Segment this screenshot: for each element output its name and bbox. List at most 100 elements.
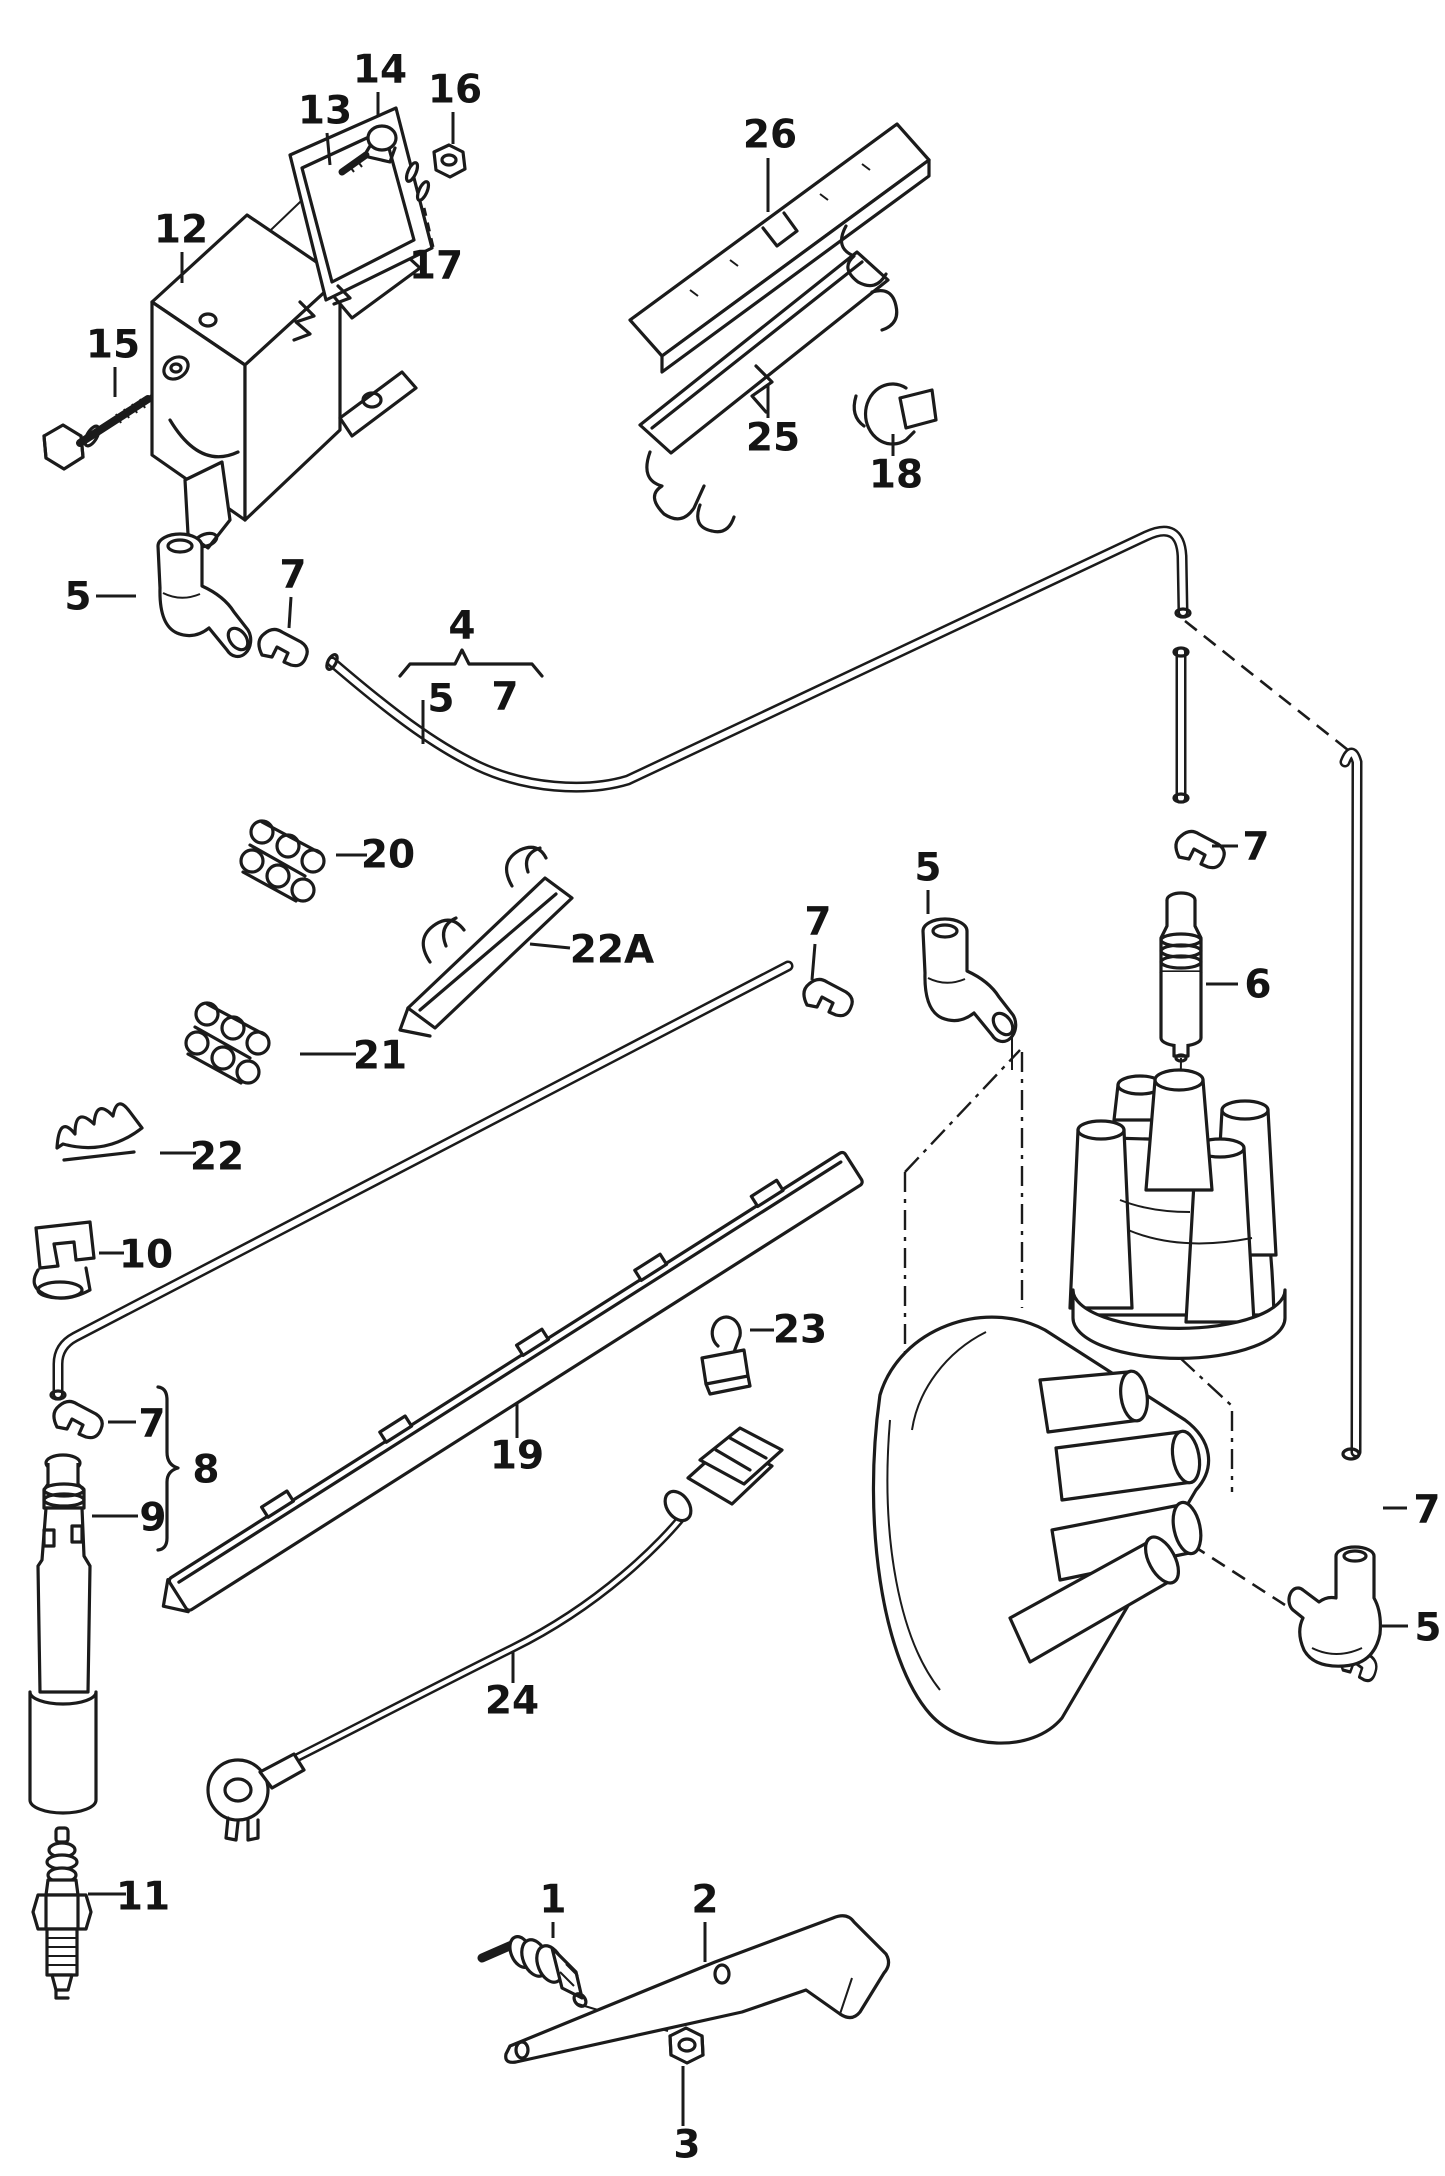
drawing-segment xyxy=(668,2026,705,2065)
drawing-segment xyxy=(44,1893,80,1931)
callout-5-left: 5 xyxy=(64,575,91,620)
wire-comb-20 xyxy=(239,819,326,903)
drawing-segment xyxy=(55,1102,144,1150)
distributor-cap-lower xyxy=(871,1315,1211,1745)
callout-14: 14 xyxy=(353,48,407,93)
clip-18 xyxy=(852,382,938,446)
drawing-segment xyxy=(689,163,871,297)
drawing-segment xyxy=(1342,750,1361,1455)
callout-15: 15 xyxy=(86,323,140,368)
screw-14 xyxy=(338,124,398,176)
drawing-segment xyxy=(404,161,420,183)
drawing-segment xyxy=(432,143,467,179)
distributor-cap-upper xyxy=(1068,1068,1287,1360)
bracket-rail-25 xyxy=(638,224,899,534)
drawing-segment xyxy=(645,450,706,521)
ignition-coil-12 xyxy=(150,213,422,550)
elbow-connector-5-right xyxy=(1287,1545,1382,1668)
callout-4-7: 7 xyxy=(491,675,518,720)
drawing-segment xyxy=(418,892,558,1012)
drawing-segment xyxy=(115,398,146,424)
drawing-segment xyxy=(1191,1543,1286,1607)
cap-tower xyxy=(1050,1500,1203,1582)
drawing-segment xyxy=(31,1893,93,1931)
callout-17: 17 xyxy=(409,244,463,289)
sensor-harness-24 xyxy=(247,1507,691,1785)
bolt-15 xyxy=(42,395,152,471)
drawing-segment xyxy=(559,1963,579,1987)
drawing-segment xyxy=(1172,792,1190,804)
drawing-segment xyxy=(1068,1128,1134,1310)
drawing-segment xyxy=(366,124,398,152)
spark-plug-wire-long xyxy=(49,960,794,1401)
callout-10: 10 xyxy=(119,1233,173,1278)
drawing-segment xyxy=(44,1878,80,1897)
drawing-segment xyxy=(259,1489,295,1519)
cap-tower xyxy=(1008,1535,1181,1664)
callout-7-mid: 7 xyxy=(804,900,831,945)
callout-26: 26 xyxy=(743,113,797,158)
drawing-segment xyxy=(54,1826,70,1844)
drawing-segment xyxy=(76,395,152,447)
cap-tower xyxy=(1038,1369,1149,1434)
cap-tower-center xyxy=(1144,1068,1214,1192)
drawing-segment xyxy=(1170,1429,1202,1485)
drawing-segment xyxy=(1287,1545,1382,1668)
drawing-segment xyxy=(663,1489,693,1523)
drawing-segment xyxy=(300,128,416,284)
drawing-segment xyxy=(168,418,240,459)
drawing-segment xyxy=(903,1049,1048,1440)
drawing-segment xyxy=(650,260,864,430)
callout-21: 21 xyxy=(353,1034,407,1079)
callout-11: 11 xyxy=(116,1875,170,1920)
drawing-segment xyxy=(36,1506,92,1694)
wire-segment-right xyxy=(1339,747,1363,1461)
rail-clip-22A xyxy=(398,845,574,1038)
callout-7-bottom: 7 xyxy=(138,1402,165,1447)
drawing-segment xyxy=(361,391,383,409)
drawing-segment xyxy=(62,1150,136,1162)
callout-22A: 22A xyxy=(570,928,654,973)
drawing-segment xyxy=(1144,1078,1214,1192)
drawing-segment xyxy=(177,1160,843,1584)
drawing-segment xyxy=(338,151,370,176)
drawing-segment xyxy=(42,1482,86,1498)
washers-17 xyxy=(404,161,431,202)
drawing-segment xyxy=(329,528,1186,791)
callout-7-left: 7 xyxy=(279,553,306,598)
drawing-segment xyxy=(871,1315,1211,1745)
drawing-segment xyxy=(1153,1068,1205,1092)
drawing-segment xyxy=(47,1937,77,1966)
leader-line-22A xyxy=(529,942,571,950)
drawing-segment xyxy=(55,963,791,1397)
drawing-segment xyxy=(696,503,736,534)
drawing-segment xyxy=(83,424,101,448)
cap-tower xyxy=(1068,1119,1134,1310)
callout-12: 12 xyxy=(154,208,208,253)
drawing-segment xyxy=(398,648,544,678)
callout-23: 23 xyxy=(773,1308,827,1353)
drawing-segment xyxy=(1159,972,1203,1048)
drawing-segment xyxy=(1151,1331,1234,1492)
callout-22: 22 xyxy=(190,1135,244,1180)
leader-line-13 xyxy=(325,132,332,166)
drawing-segment xyxy=(1341,1447,1361,1461)
drawing-segment xyxy=(28,1690,98,1815)
drawing-segment xyxy=(169,362,183,374)
drawing-segment xyxy=(45,1927,79,1977)
spark-plug-11 xyxy=(31,1826,93,2000)
drawing-segment xyxy=(1220,1099,1270,1121)
drawing-segment xyxy=(504,845,548,888)
drawing-segment xyxy=(677,2037,697,2053)
callout-1: 1 xyxy=(539,1878,566,1923)
drawing-segment xyxy=(572,1992,588,2008)
drawing-segment xyxy=(1342,1549,1368,1563)
callout-2: 2 xyxy=(691,1878,718,1923)
drawing-segment xyxy=(750,364,774,414)
drawing-segment xyxy=(198,312,218,328)
drawing-segment xyxy=(243,276,342,522)
drawing-segment xyxy=(42,423,85,471)
drawing-segment xyxy=(1119,1199,1253,1245)
